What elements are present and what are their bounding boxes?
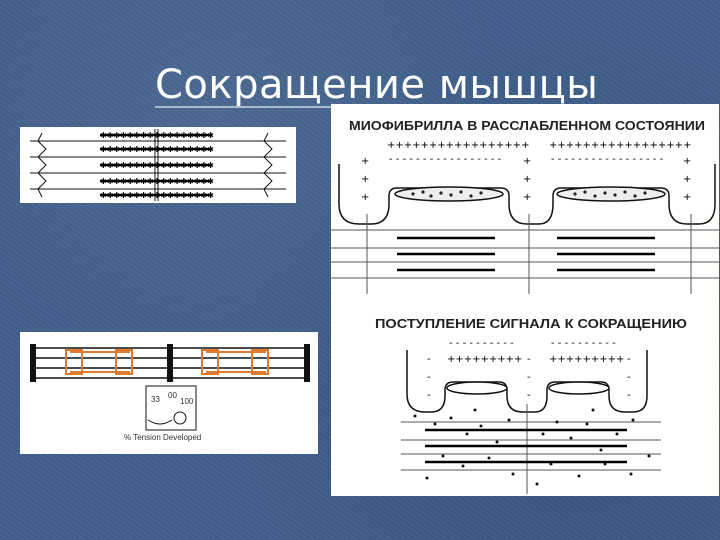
minus-row: - - - - - - - - - - <box>551 338 616 349</box>
myosin-heads: ✱✱✱✱✱✱✱✱✱✱✱✱✱✱✱✱✱ <box>100 161 214 170</box>
minus-row: - - - - - - - - - - - - - - - - - <box>389 154 502 165</box>
minus-mark: - <box>627 390 631 401</box>
myosin-heads: ✱✱✱✱✱✱✱✱✱✱✱✱✱✱✱✱✱ <box>100 145 214 154</box>
sarcomere-relaxed-svg: ✱✱✱✱✱✱✱✱✱✱✱✱✱✱✱✱✱ ✱✱✱✱✱✱✱✱✱✱✱✱✱✱✱✱✱ ✱✱✱✱… <box>30 129 286 201</box>
gauge-value-high: 100 <box>180 397 194 406</box>
sarcomere-tension-svg: 33 00 100 % Tension Developed <box>30 344 310 442</box>
plus-row: +++++++++++++++++ <box>387 140 529 151</box>
myosin-heads: ✱✱✱✱✱✱✱✱✱✱✱✱✱✱✱✱✱ <box>100 191 214 200</box>
plus-row: +++++++++++++++++ <box>549 140 691 151</box>
myosin-heads: ✱✱✱✱✱✱✱✱✱✱✱✱✱✱✱✱✱ <box>100 177 214 186</box>
sarcomere-relaxed-diagram: ✱✱✱✱✱✱✱✱✱✱✱✱✱✱✱✱✱ ✱✱✱✱✱✱✱✱✱✱✱✱✱✱✱✱✱ ✱✱✱✱… <box>20 127 296 203</box>
gauge-value-low: 33 <box>151 395 160 404</box>
sarcomere-tension-diagram: 33 00 100 % Tension Developed <box>20 332 318 454</box>
minus-mark: - <box>527 354 531 365</box>
plus-mark: + <box>523 174 531 185</box>
plus-mark: + <box>523 156 531 167</box>
myofibril-svg: МИОФИБРИЛЛА В РАССЛАБЛЕННОМ СОСТОЯНИИ ++… <box>331 118 719 494</box>
plus-mark: + <box>683 174 691 185</box>
plus-mark: + <box>683 156 691 167</box>
plus-mark: + <box>361 156 369 167</box>
myosin-heads: ✱✱✱✱✱✱✱✱✱✱✱✱✱✱✱✱✱ <box>100 131 214 140</box>
minus-row: - - - - - - - - - - <box>449 338 514 349</box>
plus-row: +++++++++ <box>549 354 624 365</box>
plus-row: +++++++++ <box>447 354 522 365</box>
relaxed-caption: МИОФИБРИЛЛА В РАССЛАБЛЕННОМ СОСТОЯНИИ <box>349 118 705 133</box>
minus-mark: - <box>527 372 531 383</box>
myofibril-diagram: МИОФИБРИЛЛА В РАССЛАБЛЕННОМ СОСТОЯНИИ ++… <box>331 104 719 496</box>
plus-mark: + <box>361 192 369 203</box>
plus-mark: + <box>361 174 369 185</box>
minus-mark: - <box>427 390 431 401</box>
minus-mark: - <box>427 354 431 365</box>
gauge-caption: % Tension Developed <box>124 433 201 442</box>
minus-mark: - <box>627 372 631 383</box>
minus-mark: - <box>527 390 531 401</box>
signal-caption: ПОСТУПЛЕНИЕ СИГНАЛА К СОКРАЩЕНИЮ <box>375 316 687 331</box>
plus-mark: + <box>523 192 531 203</box>
gauge-value-mid: 00 <box>168 391 177 400</box>
minus-mark: - <box>627 354 631 365</box>
plus-mark: + <box>683 192 691 203</box>
minus-mark: - <box>427 372 431 383</box>
minus-row: - - - - - - - - - - - - - - - - - <box>551 154 664 165</box>
slide-title: Сокращение мышцы <box>155 62 599 108</box>
